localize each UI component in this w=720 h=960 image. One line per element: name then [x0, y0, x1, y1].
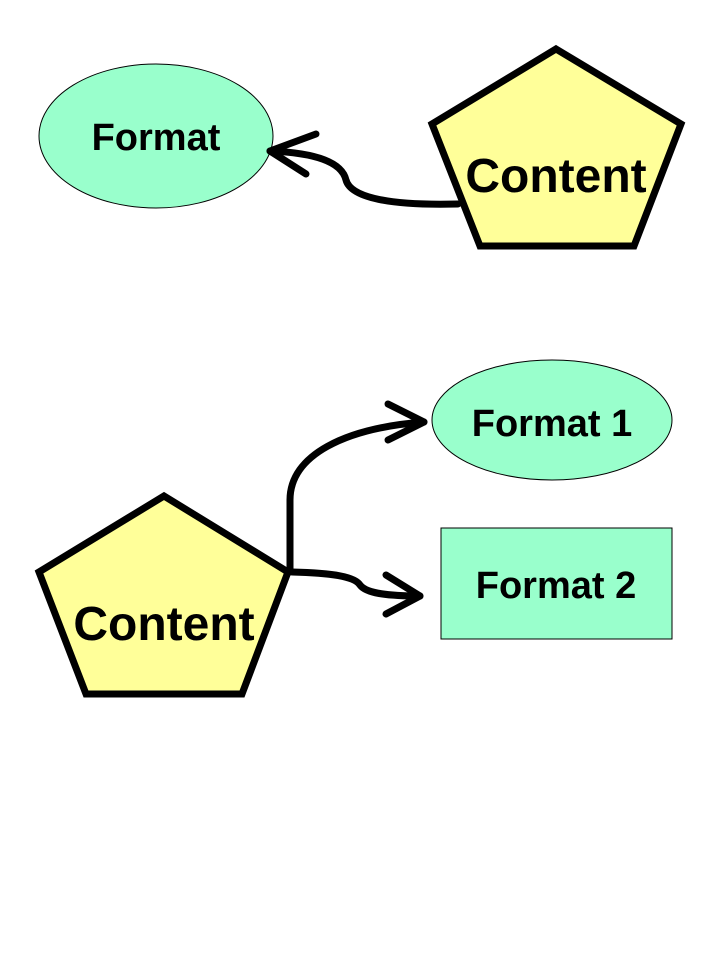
format2-label: Format 2 [476, 565, 636, 607]
format1-label: Format 1 [472, 403, 632, 445]
format-label: Format [92, 117, 221, 159]
content-label: Content [465, 150, 646, 203]
format2-rectangle [440, 527, 673, 640]
bottom-diagram: Format 1 Format 2 Content [34, 359, 673, 698]
format-ellipse [38, 63, 274, 209]
top-diagram: Format Content [38, 44, 686, 250]
content-pentagon [34, 491, 293, 698]
arrowhead-format2 [382, 571, 424, 618]
content-to-format2-arrow [288, 568, 424, 600]
arrowhead-top [266, 130, 320, 178]
content-pentagon [427, 44, 686, 250]
format1-ellipse [431, 359, 673, 481]
arrowhead-format1 [384, 400, 428, 444]
content-to-format1-arrow [286, 418, 428, 576]
content-to-format-arrow [266, 147, 462, 208]
content-label: Content [73, 598, 254, 651]
